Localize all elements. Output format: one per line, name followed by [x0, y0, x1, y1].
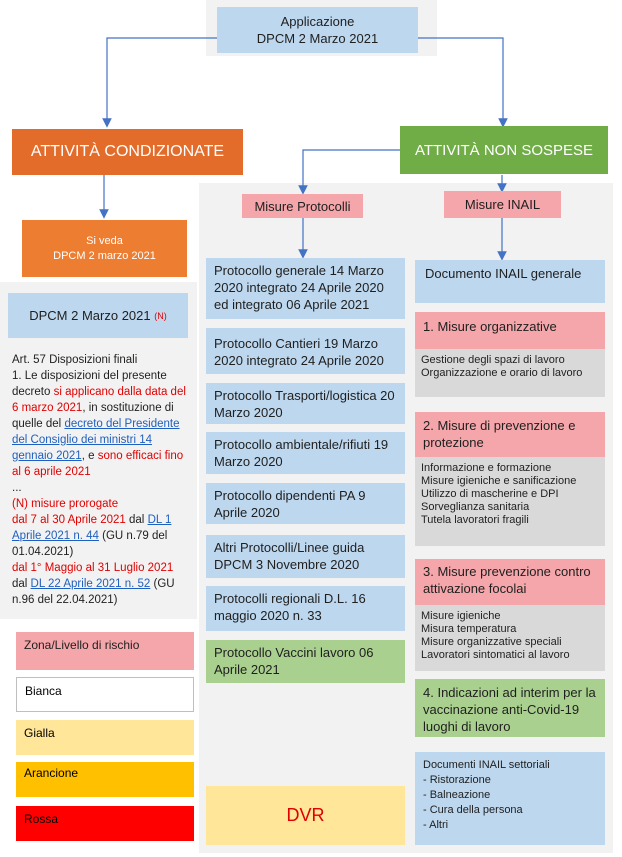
inail-misure2-title: 2. Misure di prevenzione e protezione: [415, 412, 605, 457]
note-n3: dal: [125, 514, 148, 526]
list-item: Misure igieniche e sanificazione: [421, 475, 577, 487]
zone-bianca: Bianca: [16, 677, 194, 712]
list-item: - Altri: [423, 819, 449, 831]
dpcm-sup: (N): [154, 310, 167, 321]
art57-ellipsis: ...: [12, 482, 22, 494]
si-veda-box: Si veda DPCM 2 marzo 2021: [22, 220, 187, 277]
zone-gialla: Gialla: [16, 720, 194, 755]
top-line1: Applicazione: [280, 14, 355, 29]
protocol-box: Protocollo generale 14 Marzo 2020 integr…: [206, 258, 405, 319]
list-item: Misure organizzative speciali: [421, 636, 562, 648]
art57-p2b: si applicano dalla data del 6 marzo 2021: [12, 386, 186, 414]
list-item: - Ristorazione: [423, 774, 491, 786]
art57-p2c: , in sostituzione di quelle del: [12, 402, 174, 430]
top-line2: DPCM 2 Marzo 2021: [256, 31, 379, 46]
list-item: Organizzazione e orario di lavoro: [421, 367, 583, 379]
left-panel: [0, 282, 197, 619]
note-m1: dal 1° Maggio al 31 Luglio 2021: [12, 562, 174, 574]
list-item: Gestione degli spazi di lavoro: [421, 354, 565, 366]
misure-protocolli-label: Misure Protocolli: [242, 194, 363, 218]
right-title: ATTIVITÀ NON SOSPESE: [400, 126, 608, 174]
art57-heading: Art. 57 Disposizioni finali: [12, 354, 138, 366]
art57-text: Art. 57 Disposizioni finali 1. Le dispos…: [12, 352, 188, 608]
inail-misure4-box: 4. Indicazioni ad interim per la vaccina…: [415, 679, 605, 737]
inail-misure1-list: Gestione degli spazi di lavoro Organizza…: [415, 349, 605, 397]
note-m4: (GU n.96 del 22.04.2021): [12, 578, 175, 606]
list-item: Informazione e formazione: [421, 462, 552, 474]
dl-44-link[interactable]: DL 1 Aprile 2021 n. 44: [12, 514, 172, 542]
protocol-box: Protocollo ambientale/rifiuti 19 Marzo 2…: [206, 432, 405, 474]
top-box: Applicazione DPCM 2 Marzo 2021: [217, 7, 418, 53]
inail-misure3-title: 3. Misure prevenzione contro attivazione…: [415, 559, 605, 605]
note-n2: dal 7 al 30 Aprile 2021: [12, 514, 126, 526]
art57-p2a: 1. Le disposizioni del presente decreto: [12, 370, 167, 398]
list-item: Utilizzo di mascherine e DPI: [421, 488, 559, 500]
inail-misure3-list: Misure igieniche Misura temperatura Misu…: [415, 605, 605, 671]
zone-header: Zona/Livello di rischio: [16, 632, 194, 670]
protocol-box: Altri Protocolli/Linee guida DPCM 3 Nove…: [206, 535, 405, 578]
left-title: ATTIVITÀ CONDIZIONATE: [12, 129, 243, 175]
settoriali-title: Documenti INAIL settoriali: [423, 759, 550, 771]
note-proroga-1: dal 7 al 30 Aprile 2021 dal DL 1 Aprile …: [12, 512, 188, 560]
dpcm-14-gennaio-link[interactable]: decreto del Presidente del Consiglio dei…: [12, 418, 180, 462]
dvr-box: DVR: [206, 786, 405, 845]
protocol-box: Protocollo dipendenti PA 9 Aprile 2020: [206, 483, 405, 524]
art57-p2f: sono efficaci fino al 6 aprile 2021: [12, 450, 184, 478]
list-item: - Cura della persona: [423, 804, 523, 816]
dpcm-label: DPCM 2 Marzo 2021: [29, 308, 151, 323]
note-n5: (GU n.79 del 01.04.2021): [12, 530, 168, 558]
protocol-box: Protocollo Trasporti/logistica 20 Marzo …: [206, 383, 405, 424]
protocol-box: Protocollo Cantieri 19 Marzo 2020 integr…: [206, 328, 405, 374]
art57-paragraph: 1. Le disposizioni del presente decreto …: [12, 368, 188, 480]
list-item: - Balneazione: [423, 789, 491, 801]
misure-inail-label: Misure INAIL: [444, 191, 561, 218]
list-item: Tutela lavoratori fragili: [421, 514, 529, 526]
protocol-box: Protocolli regionali D.L. 16 maggio 2020…: [206, 586, 405, 631]
zone-rossa: Rossa: [16, 806, 194, 841]
zone-arancione: Arancione: [16, 762, 194, 797]
inail-settoriali-box: Documenti INAIL settoriali - Ristorazion…: [415, 752, 605, 845]
inail-misure2-list: Informazione e formazione Misure igienic…: [415, 457, 605, 546]
list-item: Sorveglianza sanitaria: [421, 501, 530, 513]
protocol-box-vaccini: Protocollo Vaccini lavoro 06 Aprile 2021: [206, 640, 405, 683]
note-n1: (N) misure prorogate: [12, 498, 119, 510]
dpcm-box: DPCM 2 Marzo 2021 (N): [8, 293, 188, 338]
list-item: Misura temperatura: [421, 623, 517, 635]
si-veda-line1: Si veda: [86, 234, 123, 247]
list-item: Misure igieniche: [421, 610, 501, 622]
note-proroga-2: dal 1° Maggio al 31 Luglio 2021 dal DL 2…: [12, 560, 188, 608]
inail-misure1-title: 1. Misure organizzative: [415, 312, 605, 349]
list-item: Lavoratori sintomatici al lavoro: [421, 649, 570, 661]
si-veda-line2: DPCM 2 marzo 2021: [53, 249, 156, 262]
note-m2: dal: [12, 578, 31, 590]
art57-p2e: , e: [81, 450, 98, 462]
dl-52-link[interactable]: DL 22 Aprile 2021 n. 52: [30, 578, 151, 590]
inail-generale-box: Documento INAIL generale: [415, 260, 605, 303]
